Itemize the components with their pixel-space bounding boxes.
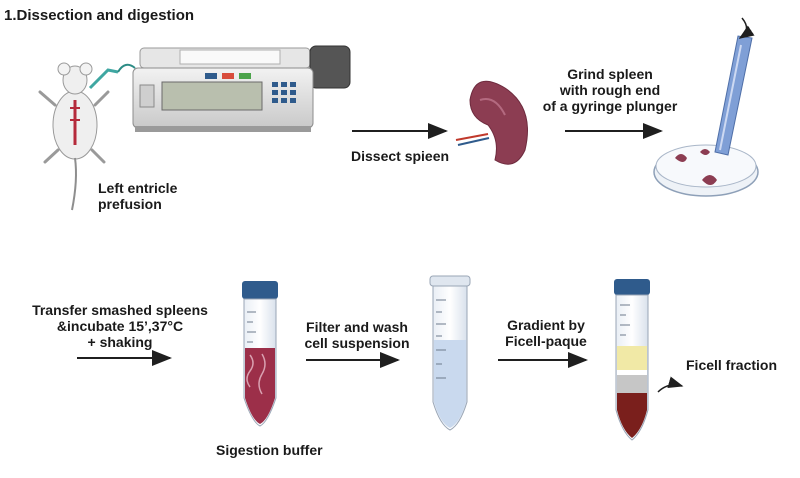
filter-label-line-2: cell suspension — [304, 335, 410, 351]
grind-label: Grind spleen with rough end of a gyringe… — [540, 66, 680, 114]
transfer-label: Transfer smashed spleens &incubate 15’,3… — [22, 302, 218, 350]
petri-dish-plunger-icon — [653, 17, 759, 197]
page-title: 1.Dissection and digestion — [4, 7, 195, 24]
gradient-label-line-1: Gradient by — [507, 317, 585, 333]
wash-tube-icon — [429, 275, 471, 431]
grind-label-line-1: Grind spleen — [567, 66, 653, 82]
gradient-label-line-2: Ficell-paque — [505, 333, 587, 349]
dissect-label: Dissect spieen — [351, 148, 450, 164]
gradient-label: Gradient by Ficell-paque — [494, 317, 598, 349]
transfer-label-line-2: &incubate 15’,37°C — [56, 318, 184, 334]
transfer-label-line-1: Transfer smashed spleens — [32, 302, 208, 318]
perfusion-label-line-2: prefusion — [98, 196, 162, 212]
perfusion-label-line-1: Left entricle — [98, 180, 178, 196]
digestion-tube-label: Sigestion buffer — [216, 442, 323, 458]
ficoll-tube-icon — [614, 279, 684, 441]
filter-label-line-1: Filter and wash — [306, 319, 408, 335]
filter-label: Filter and wash cell suspension — [298, 319, 416, 351]
grind-label-line-3: of a gyringe plunger — [542, 98, 678, 114]
transfer-label-line-3: + shaking — [87, 334, 153, 350]
perfusion-label: Left entricle prefusion — [98, 180, 177, 212]
syringe-pump-icon — [117, 45, 351, 132]
mouse-icon — [38, 62, 119, 211]
grind-label-line-2: with rough end — [559, 82, 661, 98]
spleen-icon — [455, 80, 528, 165]
digestion-tube-icon — [242, 281, 278, 427]
ficoll-fraction-label: Ficell fraction — [686, 357, 778, 373]
